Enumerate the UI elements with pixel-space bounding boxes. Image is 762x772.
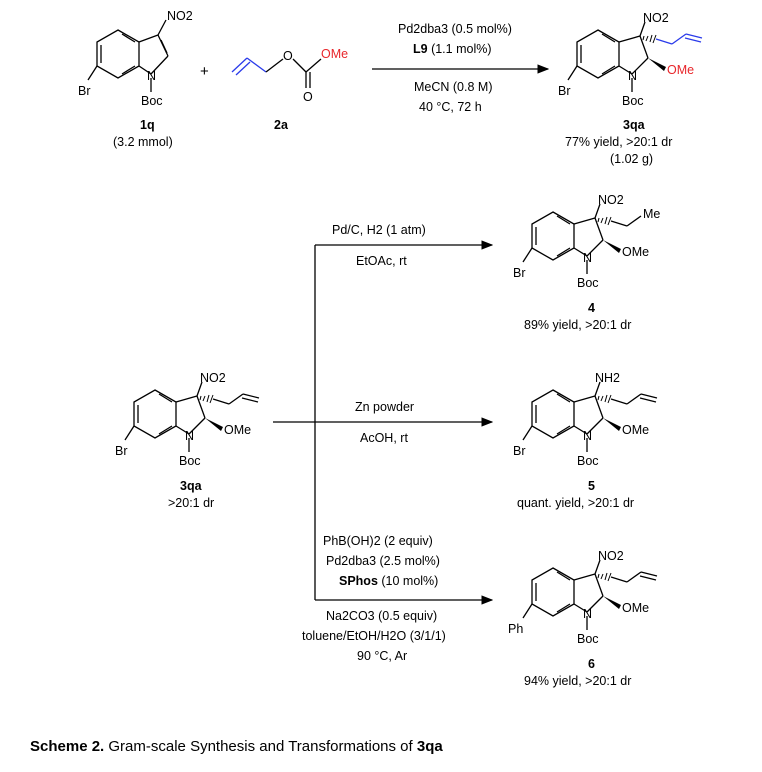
label-5: 5 (588, 479, 595, 493)
4-br-label: Br (513, 266, 526, 280)
label-3qa-top-yield: 77% yield, >20:1 dr (565, 135, 672, 149)
4-n-label: N (583, 251, 592, 265)
6-ome-label: OMe (622, 601, 649, 615)
4-ome-label: OMe (622, 245, 649, 259)
5-nh2-label: NH2 (595, 371, 620, 385)
caption-text: Gram-scale Synthesis and Transformations… (104, 738, 417, 755)
5-ome-label: OMe (622, 423, 649, 437)
cond-a-line1: Pd/C, H2 (1 atm) (332, 223, 426, 237)
3qa-mid-ome-label: OMe (224, 423, 251, 437)
label-6-yield: 94% yield, >20:1 dr (524, 674, 631, 688)
cond-b-line2: AcOH, rt (360, 431, 408, 445)
molecule-4 (522, 203, 642, 274)
4-me-label: Me (643, 207, 660, 221)
1q-br-label: Br (78, 84, 91, 98)
3qa-mid-no2-label: NO2 (200, 371, 226, 385)
cond-c-line4: Na2CO3 (0.5 equiv) (326, 609, 437, 623)
top-temperature: 40 °C, 72 h (419, 100, 482, 114)
label-3qa-top: 3qa (623, 118, 646, 132)
cond-c-ligand-name: SPhos (339, 574, 378, 588)
top-solvent: MeCN (0.8 M) (414, 80, 492, 94)
2a-ether-o-label: O (283, 49, 293, 63)
label-4: 4 (588, 301, 595, 315)
caption-prefix: Scheme 2. (30, 738, 105, 755)
molecule-3qa-top (567, 21, 666, 92)
label-3qa-mid: 3qa (180, 479, 203, 493)
cond-c-line5: toluene/EtOH/H2O (3/1/1) (302, 629, 446, 643)
cond-c-line3: SPhos (10 mol%) (339, 574, 438, 588)
cond-b-line1: Zn powder (355, 400, 414, 414)
3qa-top-no2-label: NO2 (643, 11, 669, 25)
2a-carbonyl-o-label: O (303, 90, 313, 104)
top-ligand-name: L9 (413, 42, 428, 56)
3qa-mid-br-label: Br (115, 444, 128, 458)
molecule-3qa-mid (124, 381, 260, 452)
1q-n-label: N (147, 69, 156, 83)
molecule-2a (231, 57, 322, 88)
label-3qa-mid-dr: >20:1 dr (168, 496, 214, 510)
3qa-top-ome-label: OMe (667, 63, 694, 77)
top-catalyst: Pd2dba3 (0.5 mol%) (398, 22, 512, 36)
3qa-top-boc-label: Boc (622, 94, 644, 108)
5-boc-label: Boc (577, 454, 599, 468)
1q-no2-label: NO2 (167, 9, 193, 23)
2a-ome-label: OMe (321, 47, 348, 61)
4-boc-label: Boc (577, 276, 599, 290)
scheme-caption: Scheme 2. Gram-scale Synthesis and Trans… (30, 738, 443, 755)
cond-c-line6: 90 °C, Ar (357, 649, 407, 663)
caption-compound: 3qa (416, 738, 443, 755)
3qa-top-n-label: N (628, 69, 637, 83)
1q-boc-label: Boc (141, 94, 163, 108)
label-4-yield: 89% yield, >20:1 dr (524, 318, 631, 332)
label-1q-amount: (3.2 mmol) (113, 135, 173, 149)
3qa-mid-n-label: N (185, 429, 194, 443)
cond-c-line2: Pd2dba3 (2.5 mol%) (326, 554, 440, 568)
4-no2-label: NO2 (598, 193, 624, 207)
6-boc-label: Boc (577, 632, 599, 646)
label-6: 6 (588, 657, 595, 671)
3qa-mid-boc-label: Boc (179, 454, 201, 468)
cond-c-ligand-loading: (10 mol%) (378, 574, 438, 588)
plus-sign: + (200, 63, 209, 80)
5-br-label: Br (513, 444, 526, 458)
molecule-5 (522, 381, 658, 452)
6-n-label: N (583, 607, 592, 621)
cond-c-line1: PhB(OH)2 (2 equiv) (323, 534, 433, 548)
top-ligand-loading: (1.1 mol%) (428, 42, 492, 56)
6-ph-label: Ph (508, 622, 523, 636)
3qa-top-allyl (655, 33, 703, 45)
label-2a: 2a (274, 118, 289, 132)
molecule-1q (87, 19, 169, 92)
top-ligand: L9 (1.1 mol%) (413, 42, 492, 56)
label-3qa-top-mass: (1.02 g) (610, 152, 653, 166)
6-no2-label: NO2 (598, 549, 624, 563)
5-n-label: N (583, 429, 592, 443)
label-1q: 1q (140, 118, 155, 132)
reaction-scheme: NO2 Br N Boc 1q (3.2 mmol) + O OMe O 2a … (78, 9, 703, 688)
label-5-yield: quant. yield, >20:1 dr (517, 496, 634, 510)
3qa-top-br-label: Br (558, 84, 571, 98)
cond-a-line2: EtOAc, rt (356, 254, 407, 268)
molecule-6 (522, 559, 658, 630)
